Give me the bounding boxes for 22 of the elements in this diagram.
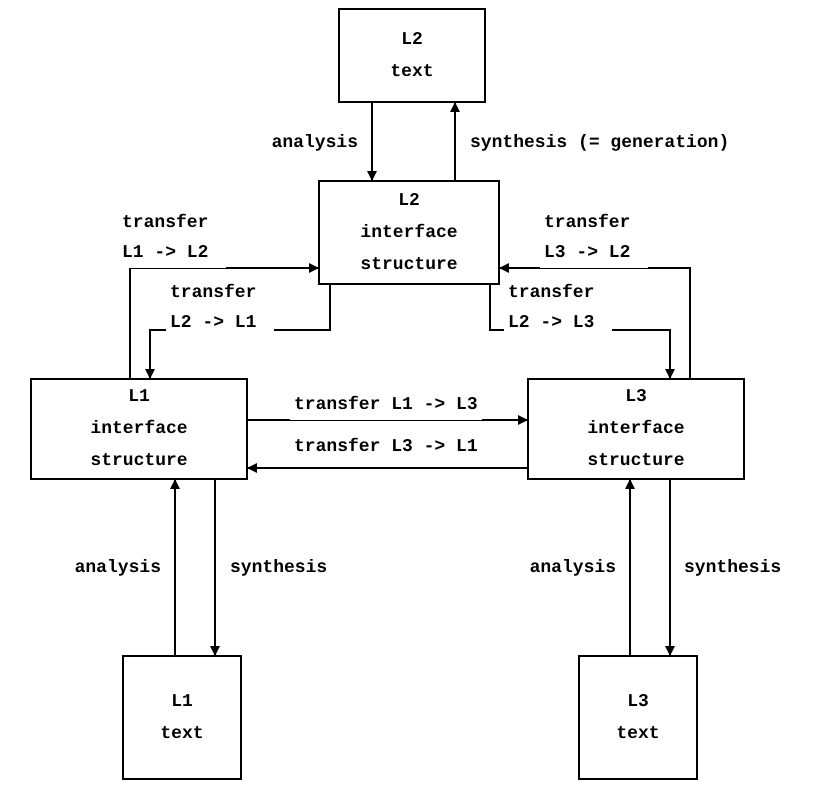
text-box [318,180,500,285]
text-box [338,8,486,103]
node-text: L1 text [159,690,205,746]
node-text: L2 interface structure [359,190,459,276]
arrow [129,263,319,378]
arrow [499,263,691,378]
text-box [30,378,248,480]
node-text: L1 interface structure [89,386,189,473]
arrow [210,480,220,656]
node-text: L2 text [389,28,435,84]
node-text: L3 text [615,690,661,746]
arrow [170,479,180,655]
arrow [665,480,675,656]
arrow [367,103,377,181]
arrow [450,102,460,180]
arrow [248,415,528,425]
arrow [247,463,527,473]
node-text: L3 interface structure [586,386,686,473]
text-box [578,655,698,780]
text-box [122,655,242,780]
arrow [625,479,635,655]
text-box [527,378,745,480]
